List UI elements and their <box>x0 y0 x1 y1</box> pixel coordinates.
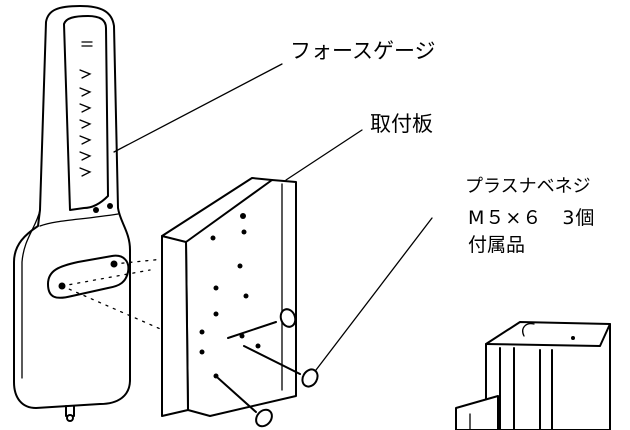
leader-screw <box>315 217 433 371</box>
screw-3 <box>217 377 273 428</box>
leader-lines <box>113 63 433 371</box>
label-screw-spec: M５×６ 3個 <box>468 207 596 229</box>
leader-mounting-plate <box>285 129 363 181</box>
label-mounting-plate: 取付板 <box>370 112 433 136</box>
screw-2 <box>243 345 319 388</box>
stand-drawing <box>455 321 611 430</box>
label-screw-name: プラスナベネジ <box>465 176 591 197</box>
label-screw-included: 付属品 <box>468 234 526 256</box>
label-force-gauge: フォースゲージ <box>290 39 436 63</box>
mounting-plate-drawing <box>161 177 297 417</box>
screw-1 <box>227 308 297 339</box>
force-gauge-drawing <box>13 5 131 422</box>
leader-force-gauge <box>113 63 283 153</box>
